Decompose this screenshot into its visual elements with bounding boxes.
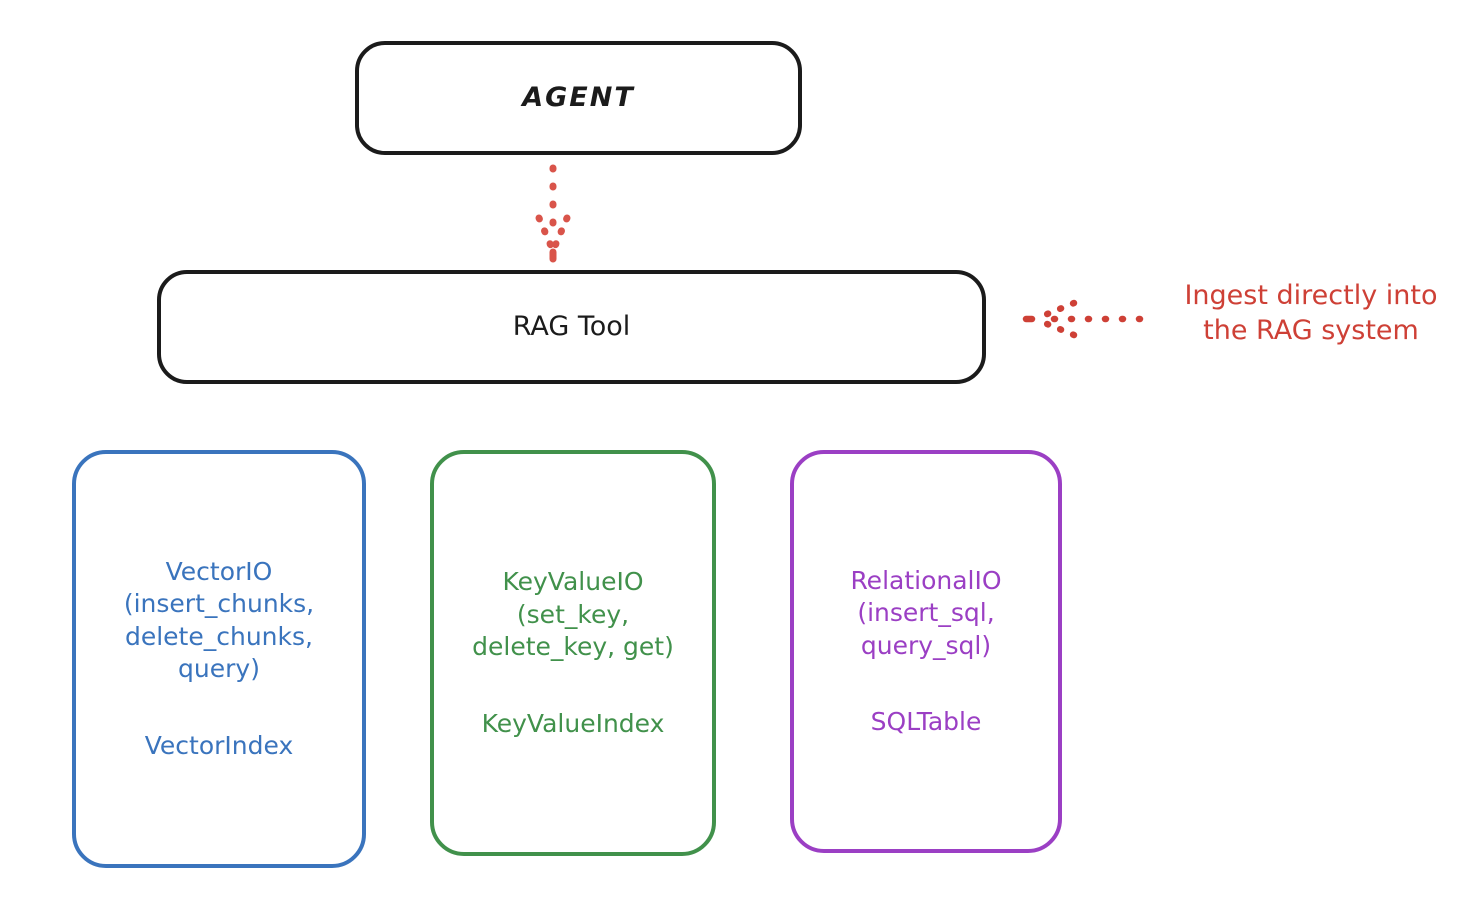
ingest-annotation-text: Ingest directly into the RAG system [1184, 280, 1438, 347]
key-value-io-api-label: KeyValueIO (set_key, delete_key, get) [472, 567, 674, 661]
agent-node[interactable]: AGENT [355, 41, 802, 155]
sql-table-label: SQLTable [870, 707, 982, 736]
agent-to-rag-arrow-icon [535, 164, 571, 263]
vector-io-node[interactable]: VectorIO (insert_chunks, delete_chunks, … [72, 450, 366, 868]
agent-node-label: AGENT [522, 81, 635, 113]
ingest-pointer-arrow-icon [1022, 299, 1144, 339]
relational-io-api-label: RelationalIO (insert_sql, query_sql) [850, 565, 1002, 660]
vector-io-api-label: VectorIO (insert_chunks, delete_chunks, … [123, 556, 315, 684]
relational-io-node[interactable]: RelationalIO (insert_sql, query_sql) SQL… [790, 450, 1062, 853]
rag-tool-node[interactable]: RAG Tool [157, 270, 986, 384]
key-value-index-label: KeyValueIndex [481, 708, 665, 738]
key-value-io-node[interactable]: KeyValueIO (set_key, delete_key, get) Ke… [430, 450, 716, 856]
vector-index-label: VectorIndex [144, 730, 294, 760]
rag-tool-node-label: RAG Tool [512, 310, 631, 342]
